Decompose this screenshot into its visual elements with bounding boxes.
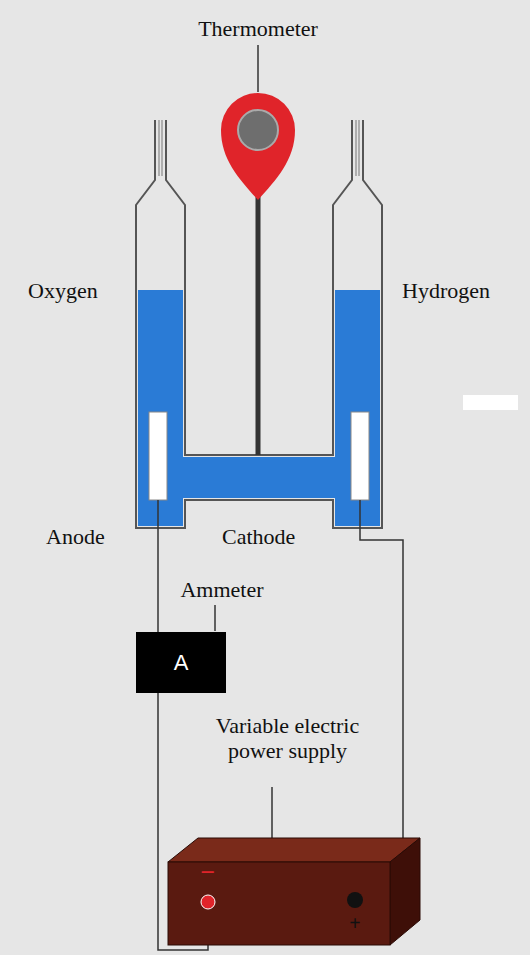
meter-symbol: A [174, 650, 189, 676]
polarity-sign: + [340, 912, 370, 935]
thermometer-dial [238, 110, 278, 150]
component-label: Ammeter [172, 577, 272, 602]
thermometer-head [221, 93, 295, 200]
polarity-sign: − [193, 858, 223, 888]
cathode-electrode [351, 412, 369, 500]
ammeter-box: A [136, 632, 226, 693]
leader-line [214, 605, 216, 631]
gas-label: Oxygen [28, 278, 133, 303]
component-label: Thermometer [183, 16, 333, 41]
white-patch [463, 395, 518, 410]
leader-line [271, 787, 273, 838]
power-supply-side [390, 838, 420, 945]
component-label: Variable electric power supply [200, 713, 375, 764]
electrode-label: Cathode [222, 524, 332, 549]
gas-label: Hydrogen [402, 278, 527, 303]
leader-line [257, 45, 259, 92]
electrode-label: Anode [46, 524, 136, 549]
positive-terminal [347, 892, 363, 908]
wire [157, 500, 159, 632]
negative-terminal [201, 895, 215, 909]
thermometer-stem [256, 185, 261, 455]
anode-electrode [149, 412, 167, 500]
wire [355, 500, 403, 893]
